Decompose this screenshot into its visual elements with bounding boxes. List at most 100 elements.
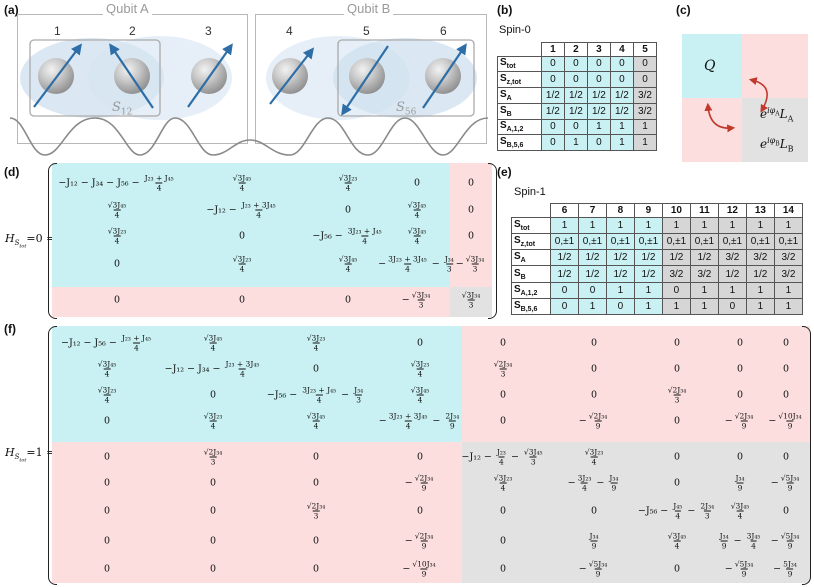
site-number-2: 2 [129, 24, 136, 38]
matrix-f-cell: 0 [416, 505, 424, 517]
panel-label-e: (e) [497, 165, 512, 179]
matrix-f-cell: 0 [499, 563, 507, 575]
table-cell: 1 [563, 134, 588, 151]
column-header: 13 [745, 203, 775, 218]
table-cell: 0 [540, 134, 565, 151]
table-cell: 3/2 [661, 265, 691, 283]
table-cell: 0 [586, 55, 611, 73]
c-coupling-arrows [704, 77, 768, 133]
table-b-title: Spin-0 [499, 24, 531, 36]
table-cell: 1 [745, 297, 775, 316]
table-cell: 0 [605, 297, 635, 316]
table-cell: 3/2 [773, 265, 804, 283]
d-block-pink-bottom [52, 287, 450, 317]
matrix-f-cell: 0 [312, 535, 320, 547]
row-header: SB [511, 265, 551, 283]
table-cell: 1 [550, 216, 579, 235]
matrix-f-cell: 0 [209, 535, 217, 547]
spin-sphere-6 [425, 58, 461, 94]
panel-label-b: (b) [497, 3, 513, 17]
table-cell: 1 [773, 281, 804, 299]
matrix-f-cell: 0 [590, 389, 598, 401]
matrix-d-cell: 0 [467, 230, 475, 242]
table-cell: 0,±1 [577, 233, 607, 251]
table-cell: 1 [633, 297, 663, 316]
matrix-f-cell: 0 [103, 415, 111, 427]
row-header: SB,5,6 [497, 134, 542, 151]
matrix-d-cell: 0 [113, 294, 121, 306]
matrix-f-cell: 0 [673, 563, 681, 575]
matrix-f-cell: 0 [416, 451, 424, 463]
table-cell: 0 [563, 118, 588, 136]
table-cell: 1/2 [605, 265, 635, 283]
f-block-pink-right [462, 326, 810, 442]
matrix-f-cell: 0 [590, 337, 598, 349]
site-number-5: 5 [363, 24, 370, 38]
table-cell: 0 [632, 55, 658, 73]
table-cell: 1/2 [609, 102, 634, 120]
table-cell: 1/2 [689, 249, 719, 267]
table-cell: 0 [540, 118, 565, 136]
s56-label: S56 [396, 100, 417, 118]
c-la-label: eiφALA [760, 106, 794, 124]
table-cell: 1/2 [745, 265, 775, 283]
table-cell: 1 [689, 216, 719, 235]
matrix-f-cell: 0 [103, 451, 111, 463]
table-cell: 1 [661, 216, 691, 235]
table-cell: 0,±1 [605, 233, 635, 251]
table-cell: 0,±1 [661, 233, 691, 251]
matrix-f-cell: 0 [312, 563, 320, 575]
matrix-f-cell: 0 [782, 505, 790, 517]
table-cell: 1/2 [563, 87, 588, 104]
matrix-f-cell: 0 [209, 477, 217, 489]
column-header: 10 [661, 203, 691, 218]
table-cell: 0 [717, 297, 747, 316]
table-e-title: Spin-1 [514, 186, 546, 198]
c-q-label: Q [704, 58, 716, 74]
table-cell: 3/2 [717, 249, 747, 267]
table-cell: 1 [689, 297, 719, 316]
site-number-1: 1 [54, 24, 61, 38]
table-cell: 1 [773, 297, 804, 316]
table-cell: 0 [563, 55, 588, 73]
matrix-f-cell: 0 [782, 451, 790, 463]
table-cell: 1 [609, 134, 634, 151]
column-header: 6 [550, 203, 579, 218]
matrix-f-cell: 0 [673, 451, 681, 463]
table-cell: 3/2 [745, 249, 775, 267]
table-cell: 1/2 [577, 265, 607, 283]
matrix-f-cell: 0 [673, 477, 681, 489]
matrix-f-cell: 0 [499, 535, 507, 547]
row-header: SA [511, 249, 551, 267]
matrix-f-left-bracket [48, 326, 57, 585]
f-block-cyan [52, 326, 462, 442]
matrix-f-cell: 0 [103, 505, 111, 517]
s56-box [337, 39, 475, 117]
column-header: 11 [689, 203, 719, 218]
c-arrow-upper [748, 77, 768, 113]
c-lb-label: eiφBLB [760, 136, 794, 154]
table-cell: 1/2 [633, 249, 663, 267]
table-cell: 1 [633, 216, 663, 235]
column-header: 2 [563, 42, 588, 57]
table-cell: 1 [577, 216, 607, 235]
